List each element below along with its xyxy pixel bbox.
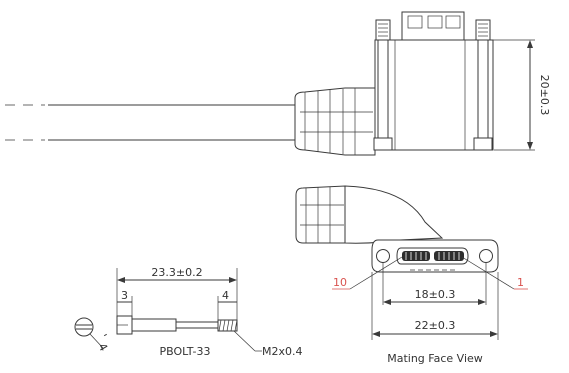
pin-leader-left <box>349 256 403 290</box>
plug-tip-pin-3 <box>445 15 461 29</box>
dim-bolt-arrow-right <box>229 277 237 283</box>
head-dia-label: 4 <box>95 341 110 354</box>
bolt-neck <box>131 318 177 332</box>
dim-head-label: 3 <box>121 289 128 302</box>
plug-tip-pin-2 <box>427 15 443 29</box>
pin-leader-right <box>461 256 515 290</box>
head-dia-tick: ' <box>96 332 109 341</box>
dim-thread-label: 4 <box>222 289 229 302</box>
thread-line <box>234 319 238 332</box>
bolt-head-end-view <box>74 317 94 337</box>
dim-18-label: 18±0.3 <box>415 288 456 301</box>
screw-right-foot <box>473 137 493 151</box>
dim-22-label: 22±0.3 <box>415 319 456 332</box>
thread-line <box>222 319 226 332</box>
bolt-thread <box>217 319 238 332</box>
curved-body <box>344 185 444 244</box>
bolt-drawing: 4 ' 23.3±0.2 3 4 M2x0.4 PBOLT-33 <box>74 266 303 358</box>
strain-relief <box>294 87 376 156</box>
thread-line <box>218 319 222 332</box>
plug-tip <box>401 11 465 41</box>
connector-body <box>374 39 494 151</box>
dim-height-label: 20±0.3 <box>538 75 551 116</box>
screw-right-head <box>475 19 491 41</box>
thread-line <box>230 319 234 332</box>
thread-label: M2x0.4 <box>262 345 303 358</box>
dim-bolt-label: 23.3±0.2 <box>151 266 202 279</box>
mount-hole-left <box>376 249 390 263</box>
thread-leader <box>233 330 256 352</box>
screw-left-foot <box>373 137 393 151</box>
dim-bolt-arrow-left <box>117 277 125 283</box>
bolt-shank <box>175 321 219 329</box>
dim-18-arrow-left <box>383 299 391 305</box>
mount-hole-right <box>479 249 493 263</box>
bolt-name: PBOLT-33 <box>160 345 211 358</box>
boot-top <box>295 185 346 244</box>
plug-tip-pin-1 <box>407 15 423 29</box>
pin-label-right: 1 <box>517 276 524 289</box>
dim-22-arrow-left <box>372 331 380 337</box>
top-view: 10 1 18±0.3 22±0.3 Mating Face View <box>295 185 528 365</box>
side-view: 20±0.3 <box>5 11 551 156</box>
dim-height-arrow-bottom <box>527 142 533 150</box>
dim-18-arrow-right <box>478 299 486 305</box>
pin-label-left: 10 <box>333 276 347 289</box>
head-dia-leader <box>89 333 104 349</box>
dim-height-arrow-top <box>527 40 533 48</box>
thread-line <box>226 319 230 332</box>
screw-left-head <box>375 19 391 41</box>
dim-22-arrow-right <box>490 331 498 337</box>
view-caption: Mating Face View <box>387 352 483 365</box>
